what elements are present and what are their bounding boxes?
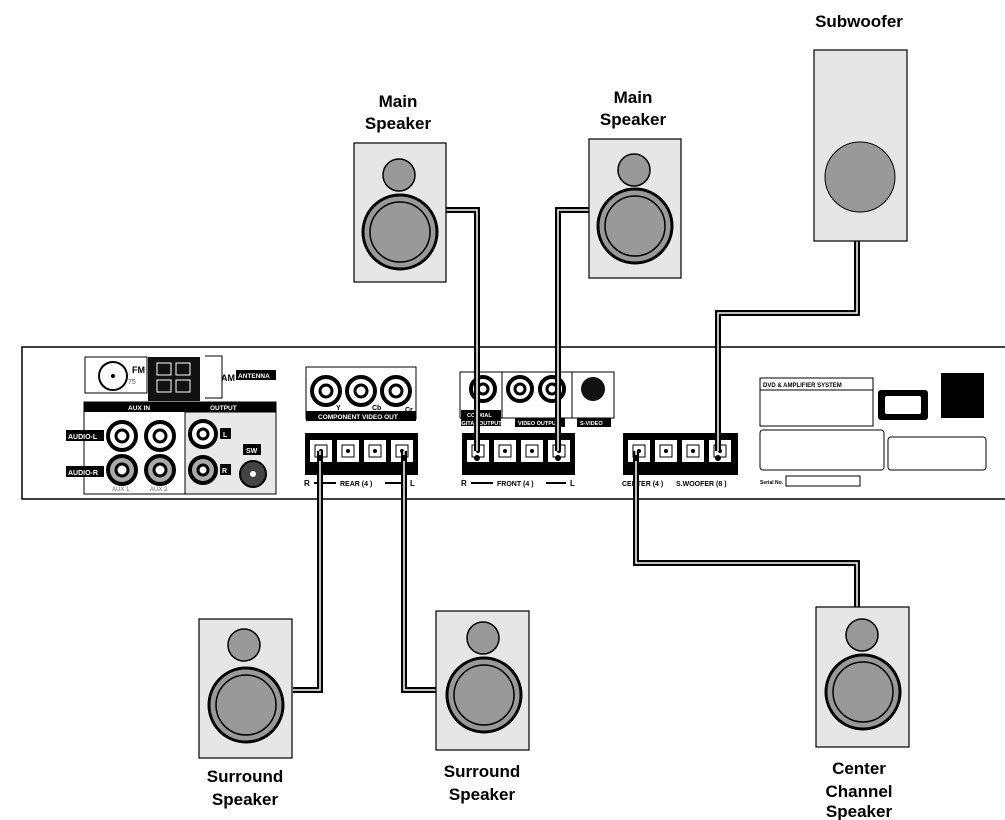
aux-output-block: AUX IN OUTPUT AUDIO-L AUDIO-R AUX 1 AUX …: [66, 401, 277, 495]
aux1-label: AUX 1: [112, 487, 130, 493]
antenna-block: FM 75 AM ANTENNA: [84, 355, 276, 401]
subwoofer-driver: [824, 141, 896, 213]
main-right-label-2: Speaker: [600, 110, 667, 129]
video-output-label: VIDEO OUTPUT: [518, 421, 560, 427]
rear-r-label: R: [304, 479, 310, 488]
video-out-jack-1[interactable]: [506, 375, 534, 403]
wire-surround-left: [293, 451, 323, 693]
center-channel-speaker: [815, 606, 910, 748]
woofer: [207, 666, 285, 744]
woofer: [445, 656, 523, 734]
swoofer-terminal-2[interactable]: [682, 440, 704, 462]
jack-cb[interactable]: [345, 375, 377, 407]
rca-aux1-r[interactable]: [106, 454, 138, 486]
s-video-label: S-VIDEO: [580, 421, 603, 427]
sw-label: SW: [246, 448, 258, 455]
jack-cr[interactable]: [380, 375, 412, 407]
out-l-label: L: [223, 432, 228, 439]
aux2-label: AUX 2: [150, 487, 168, 493]
main-speaker-right: [588, 138, 682, 279]
rca-aux2-l[interactable]: [144, 420, 176, 452]
front-r-label: R: [461, 479, 467, 488]
component-video-out-label: COMPONENT VIDEO OUT: [318, 414, 398, 421]
surround-left-label-2: Speaker: [212, 790, 279, 809]
surround-right-label-1: Surround: [444, 762, 521, 781]
main-right-label-1: Main: [614, 88, 653, 107]
rear-terminal-3[interactable]: [364, 440, 386, 462]
front-terminal-2[interactable]: [494, 440, 516, 462]
am-terminal[interactable]: [148, 357, 200, 401]
rca-subwoofer-out[interactable]: [239, 460, 267, 488]
rca-aux2-r[interactable]: [144, 454, 176, 486]
front-terminal-3[interactable]: [521, 440, 543, 462]
center-label-3: Speaker: [826, 802, 893, 820]
front-label: FRONT (4 ): [497, 481, 534, 488]
fm-label: FM: [132, 365, 145, 375]
tweeter: [227, 628, 261, 662]
audio-r-label: AUDIO-R: [68, 470, 98, 477]
surround-speaker-right: [435, 610, 530, 751]
woofer: [596, 187, 674, 265]
rear-speaker-terminal: R REAR (4 ) L: [304, 433, 418, 488]
tweeter: [466, 621, 500, 655]
vent-block: [941, 373, 984, 418]
main-left-label-2: Speaker: [365, 114, 432, 133]
comp-cr-label: Cr: [405, 407, 413, 414]
comp-y-label: Y: [336, 405, 341, 412]
system-label: DVD & AMPLIFIER SYSTEM: [763, 383, 842, 389]
fm-ohm-label: 75: [128, 379, 136, 386]
woofer: [361, 193, 439, 271]
am-label: AM: [221, 373, 235, 383]
rear-terminal-2[interactable]: [337, 440, 359, 462]
center-label-1: Center: [832, 759, 886, 778]
center-terminal-2[interactable]: [655, 440, 677, 462]
swoofer-label: S.WOOFER (8 ): [676, 481, 727, 488]
front-speaker-terminal: R FRONT (4 ) L: [461, 433, 575, 488]
wire-center: [633, 451, 860, 608]
antenna-label: ANTENNA: [238, 373, 270, 380]
wire-surround-right: [401, 451, 437, 693]
surround-left-label-1: Surround: [207, 767, 284, 786]
speaker-wires: [293, 207, 860, 693]
tweeter: [382, 158, 416, 192]
tweeter: [845, 618, 879, 652]
rear-label: REAR (4 ): [340, 481, 372, 488]
output-label: OUTPUT: [210, 405, 237, 412]
surround-speaker-left: [198, 618, 293, 759]
audio-l-label: AUDIO-L: [68, 434, 98, 441]
rca-output-l[interactable]: [188, 419, 218, 449]
wire-main-right: [555, 207, 590, 451]
jack-y[interactable]: [310, 375, 342, 407]
main-left-label-1: Main: [379, 92, 418, 111]
surround-right-label-2: Speaker: [449, 785, 516, 804]
center-label: CENTER (4 ): [622, 481, 663, 488]
speaker-labels: Main Speaker Main Speaker Subwoofer Surr…: [207, 12, 904, 820]
receiver-rear-panel: FM 75 AM ANTENNA AUX IN OUTPUT AUDIO-L A…: [21, 346, 1005, 500]
s-video-jack[interactable]: [581, 377, 605, 401]
front-l-label: L: [570, 479, 575, 488]
wire-main-left: [445, 207, 480, 451]
comp-cb-label: Cb: [372, 405, 381, 412]
system-label-area: DVD & AMPLIFIER SYSTEM Serial No.: [759, 373, 987, 487]
wire-subwoofer: [715, 241, 860, 451]
rca-aux1-l[interactable]: [106, 420, 138, 452]
serial-label: Serial No.: [760, 480, 784, 486]
component-video-out: COMPONENT VIDEO OUT Y Cb Cr: [305, 366, 417, 421]
rca-output-r[interactable]: [188, 455, 218, 485]
aux-in-label: AUX IN: [128, 405, 150, 412]
subwoofer: [813, 49, 908, 242]
main-speaker-left: [353, 142, 447, 283]
out-r-label: R: [222, 468, 227, 475]
rear-l-label: L: [410, 479, 415, 488]
subwoofer-label: Subwoofer: [815, 12, 903, 31]
center-label-2: Channel: [825, 782, 892, 801]
woofer: [824, 653, 902, 731]
tweeter: [617, 153, 651, 187]
